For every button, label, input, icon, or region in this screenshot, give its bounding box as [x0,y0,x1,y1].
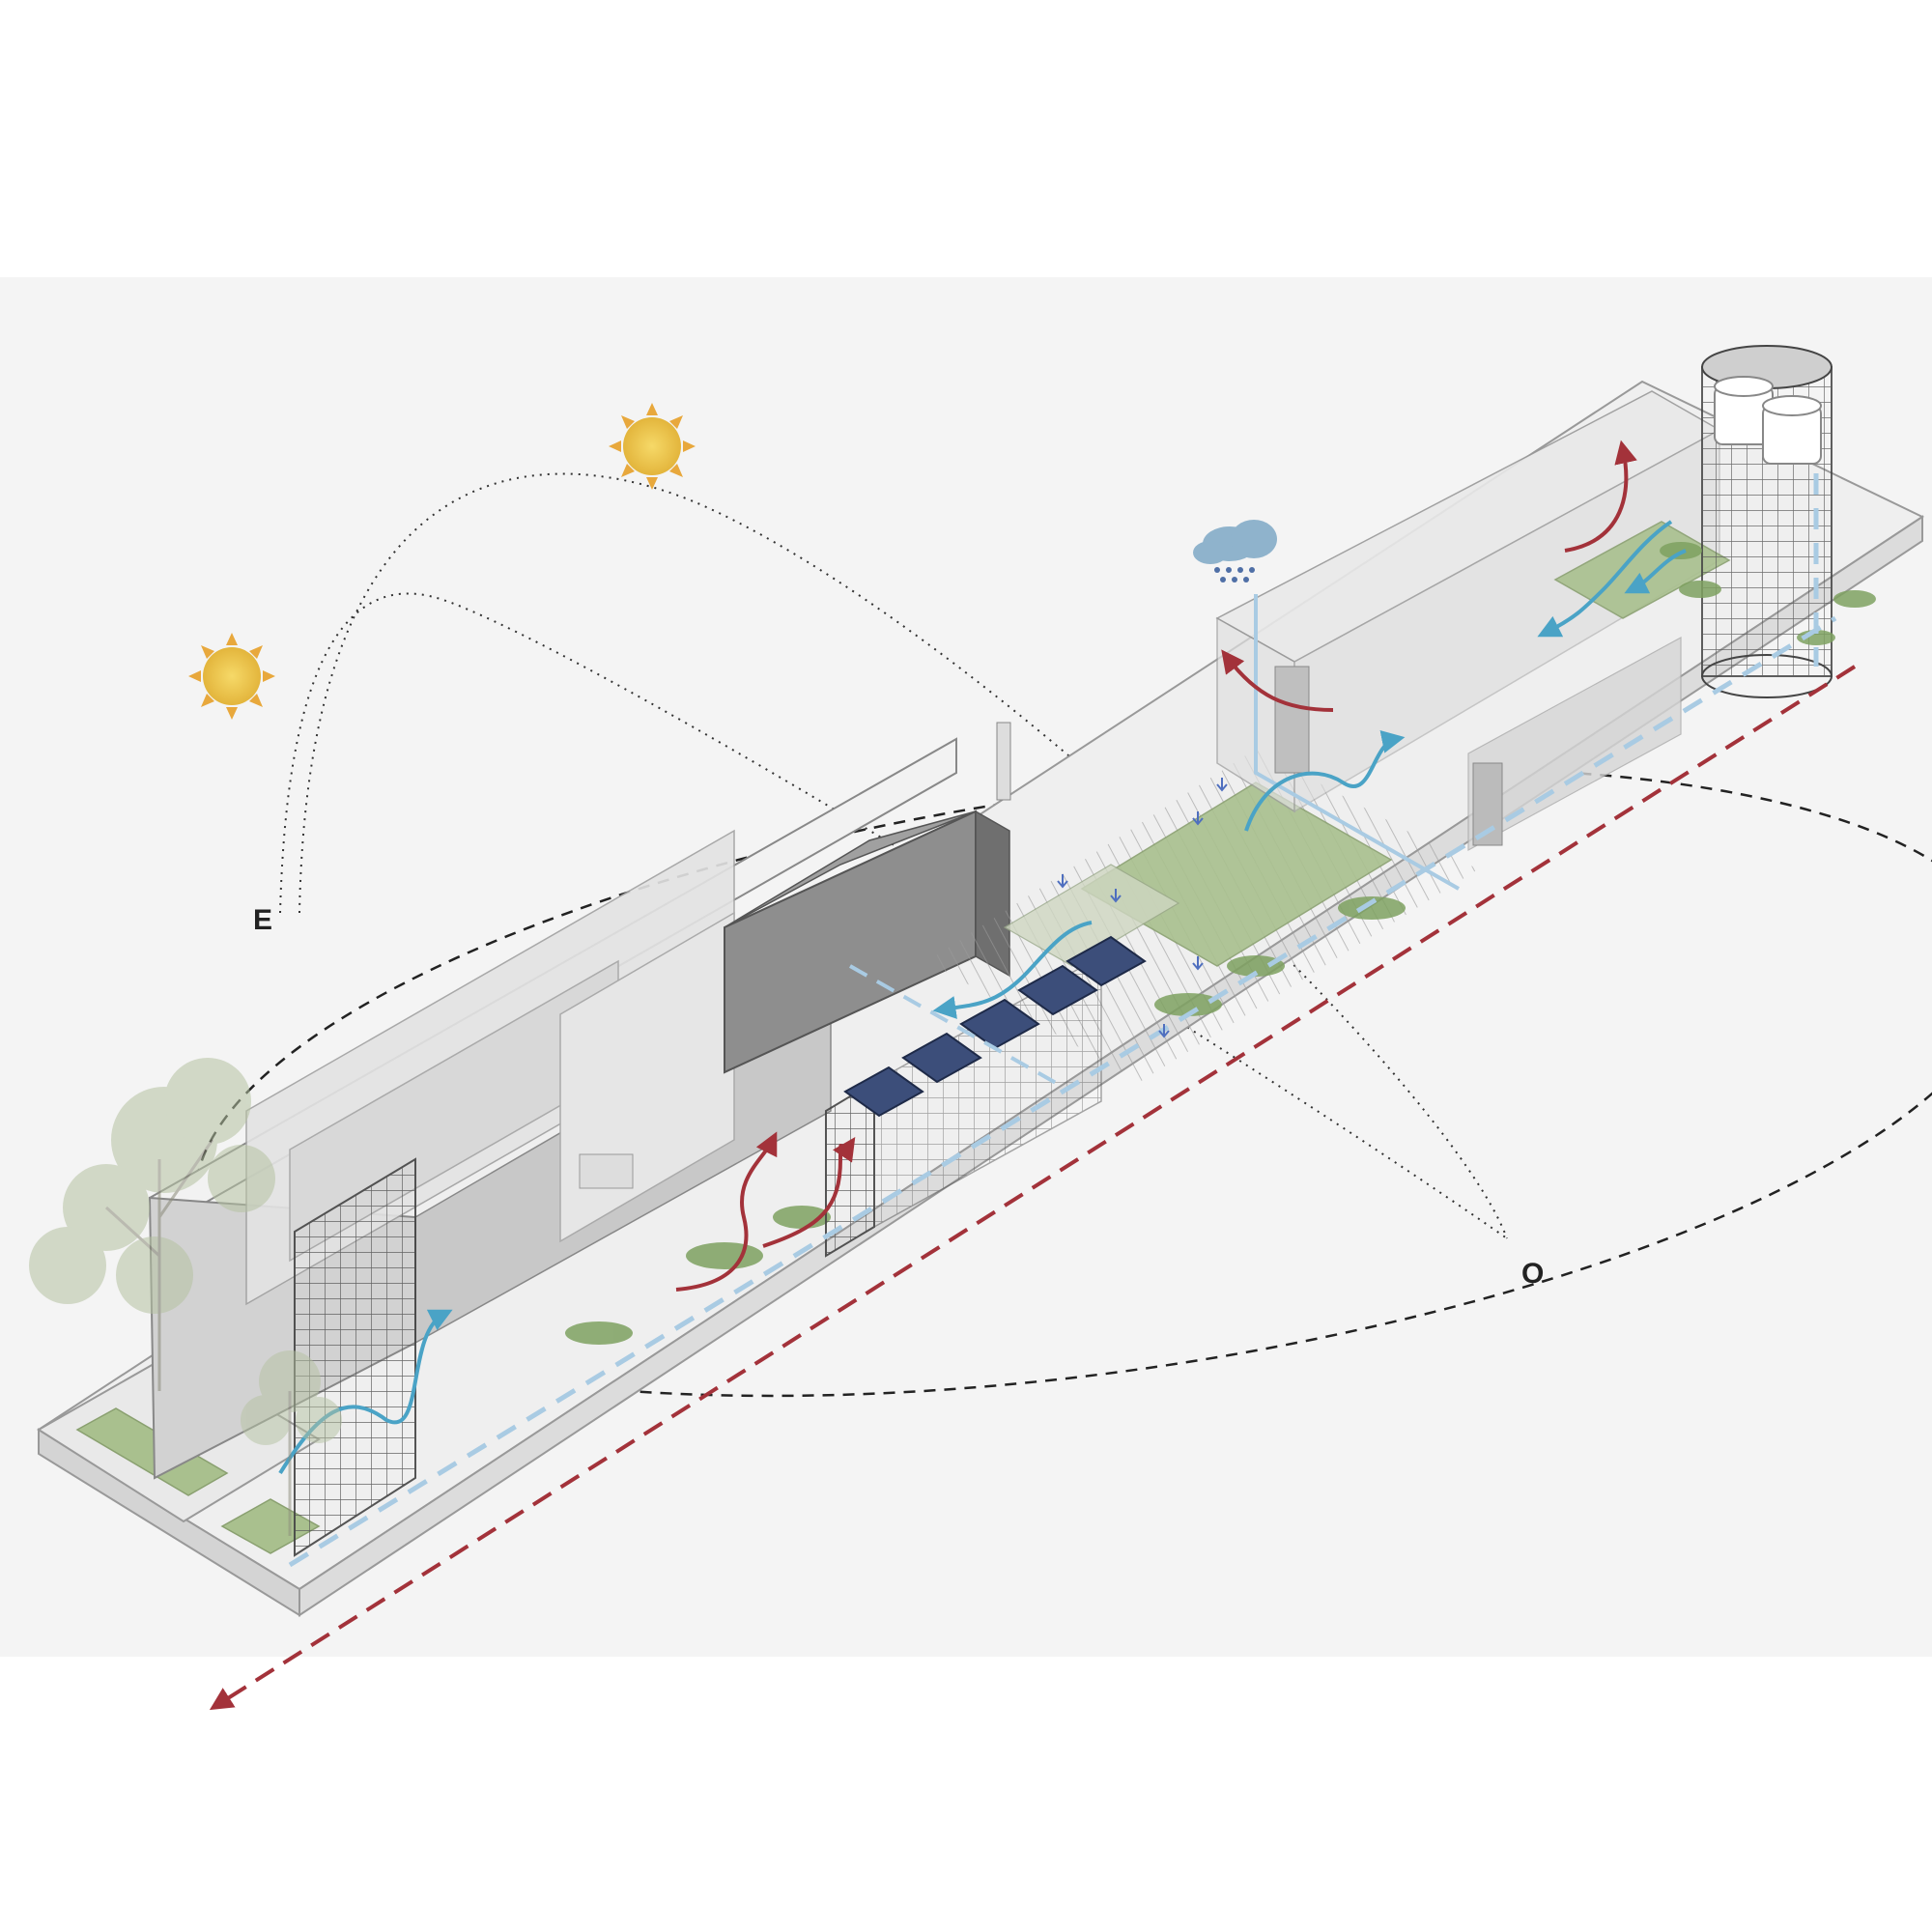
water-collection-lines [288,473,1837,1568]
rain-drop-arrows [1057,778,1228,1038]
sun-icon [609,403,696,490]
rain-cloud-icon [1193,520,1277,582]
warm-air-flow-arrows [675,440,1637,1292]
drain-line [209,665,1857,1711]
east-label: E [253,904,272,936]
solar-panel-icon [843,935,1147,1118]
west-label: O [1521,1258,1544,1290]
tree-icon [29,1058,275,1391]
chimney [996,722,1011,801]
sun-icon [188,633,275,720]
water-tank-icon [1701,345,1833,698]
building-envelope [148,737,957,1480]
sun-path-arcs [279,472,1508,1239]
tree-icon [241,1350,342,1536]
